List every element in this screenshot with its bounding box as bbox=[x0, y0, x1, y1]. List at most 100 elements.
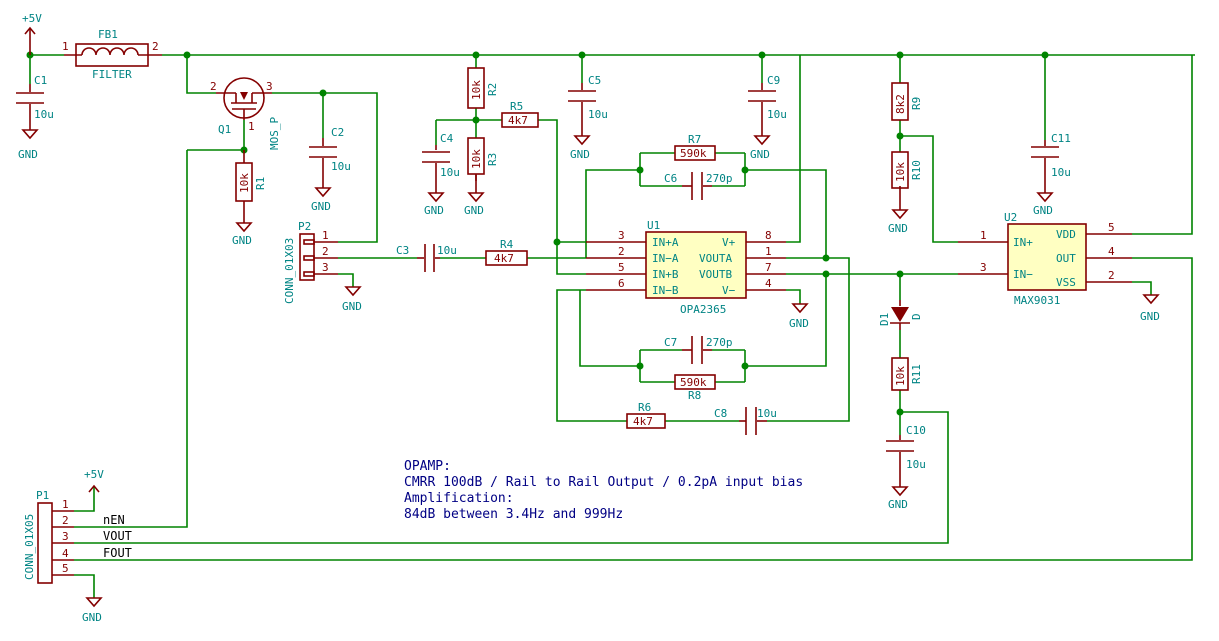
svg-text:U1: U1 bbox=[647, 219, 660, 232]
svg-text:R1: R1 bbox=[254, 177, 267, 190]
vcc-symbol-p1: +5V bbox=[84, 468, 104, 493]
svg-text:8k2: 8k2 bbox=[894, 94, 907, 114]
svg-text:R7: R7 bbox=[688, 133, 701, 146]
svg-text:2: 2 bbox=[152, 40, 159, 53]
svg-text:5: 5 bbox=[1108, 221, 1115, 234]
svg-text:5: 5 bbox=[62, 562, 69, 575]
vcc-label: +5V bbox=[84, 468, 104, 481]
svg-text:C7: C7 bbox=[664, 336, 677, 349]
connector-p1: 1 2 3 4 5 P1 CONN_01X05 bbox=[23, 489, 74, 584]
resistor-r10: 10k R10 bbox=[891, 151, 923, 189]
capacitor-c2: C2 10u bbox=[309, 126, 351, 176]
svg-text:R3: R3 bbox=[486, 153, 499, 166]
svg-text:U2: U2 bbox=[1004, 211, 1017, 224]
svg-text:GND: GND bbox=[750, 148, 770, 161]
svg-text:C2: C2 bbox=[331, 126, 344, 139]
svg-text:4k7: 4k7 bbox=[508, 114, 528, 127]
svg-text:VOUTA: VOUTA bbox=[699, 252, 732, 265]
resistor-r2: 10k R2 bbox=[467, 67, 499, 109]
capacitor-c8: C8 10u bbox=[714, 407, 777, 435]
svg-text:3: 3 bbox=[322, 261, 329, 274]
svg-text:3: 3 bbox=[980, 261, 987, 274]
svg-text:R6: R6 bbox=[638, 401, 651, 414]
svg-text:R11: R11 bbox=[910, 364, 923, 384]
note-line-1: OPAMP: bbox=[404, 459, 451, 474]
svg-text:R4: R4 bbox=[500, 238, 514, 251]
resistor-r11: 10k R11 bbox=[891, 357, 923, 391]
svg-text:2: 2 bbox=[322, 245, 329, 258]
svg-text:GND: GND bbox=[18, 148, 38, 161]
svg-text:GND: GND bbox=[82, 611, 102, 624]
gnd-symbols bbox=[21, 124, 1160, 608]
svg-text:FB1: FB1 bbox=[98, 28, 118, 41]
capacitor-c10: C10 10u bbox=[886, 424, 926, 471]
diode-d1: D1 D bbox=[878, 300, 923, 330]
opamp-u1: 3 2 5 6 IN+A IN−A IN+B IN−B 8 1 7 4 V+ V… bbox=[586, 219, 786, 316]
svg-text:10k: 10k bbox=[470, 80, 483, 100]
svg-text:10u: 10u bbox=[1051, 166, 1071, 179]
svg-text:GND: GND bbox=[570, 148, 590, 161]
svg-text:VOUTB: VOUTB bbox=[699, 268, 732, 281]
svg-text:GND: GND bbox=[888, 222, 908, 235]
svg-text:1: 1 bbox=[980, 229, 987, 242]
svg-text:10k: 10k bbox=[238, 173, 251, 193]
svg-text:C11: C11 bbox=[1051, 132, 1071, 145]
svg-text:R9: R9 bbox=[910, 97, 923, 110]
capacitor-c11: C11 10u bbox=[1031, 132, 1071, 179]
svg-text:GND: GND bbox=[789, 317, 809, 330]
svg-text:C1: C1 bbox=[34, 74, 47, 87]
svg-text:VSS: VSS bbox=[1056, 276, 1076, 289]
svg-text:C9: C9 bbox=[767, 74, 780, 87]
svg-text:4k7: 4k7 bbox=[633, 415, 653, 428]
svg-text:VDD: VDD bbox=[1056, 228, 1076, 241]
svg-text:nEN: nEN bbox=[103, 513, 125, 527]
svg-text:2: 2 bbox=[210, 80, 217, 93]
capacitor-c4: C4 10u bbox=[422, 132, 460, 181]
svg-text:MAX9031: MAX9031 bbox=[1014, 294, 1060, 307]
svg-text:R8: R8 bbox=[688, 389, 701, 402]
svg-text:GND: GND bbox=[342, 300, 362, 313]
svg-text:2: 2 bbox=[62, 514, 69, 527]
connector-p2: 1 2 3 P2 CONN_01X03 bbox=[283, 220, 338, 304]
svg-text:10u: 10u bbox=[331, 160, 351, 173]
vcc-label: +5V bbox=[22, 12, 42, 25]
svg-text:GND: GND bbox=[232, 234, 252, 247]
capacitor-c6: C6 270p bbox=[664, 172, 733, 200]
ferrite-bead-fb1: FB1 FILTER 1 2 bbox=[62, 28, 162, 81]
svg-text:IN−A: IN−A bbox=[652, 252, 679, 265]
svg-text:D: D bbox=[910, 313, 923, 320]
svg-text:4: 4 bbox=[765, 277, 772, 290]
svg-text:C3: C3 bbox=[396, 244, 409, 257]
svg-text:P1: P1 bbox=[36, 489, 49, 502]
svg-text:GND: GND bbox=[424, 204, 444, 217]
resistor-r9: 8k2 R9 bbox=[891, 82, 923, 121]
svg-text:GND: GND bbox=[311, 200, 331, 213]
svg-text:1: 1 bbox=[62, 498, 69, 511]
svg-text:10u: 10u bbox=[906, 458, 926, 471]
svg-text:1: 1 bbox=[248, 120, 255, 133]
junctions bbox=[26, 51, 1049, 416]
svg-text:4: 4 bbox=[62, 547, 69, 560]
svg-text:590k: 590k bbox=[680, 376, 707, 389]
svg-text:VOUT: VOUT bbox=[103, 529, 132, 543]
svg-text:R10: R10 bbox=[910, 160, 923, 180]
svg-text:4k7: 4k7 bbox=[494, 252, 514, 265]
capacitor-c5: C5 10u bbox=[568, 74, 608, 124]
note-line-3: Amplification: bbox=[404, 491, 514, 506]
vcc-symbol-top: +5V bbox=[22, 12, 42, 55]
resistor-r5: 4k7 R5 bbox=[501, 100, 539, 128]
svg-text:GND: GND bbox=[888, 498, 908, 511]
svg-text:IN−B: IN−B bbox=[652, 284, 679, 297]
resistor-r4: 4k7 R4 bbox=[485, 238, 528, 266]
svg-text:6: 6 bbox=[618, 277, 625, 290]
net-labels: nEN VOUT FOUT bbox=[103, 513, 132, 560]
svg-text:4: 4 bbox=[1108, 245, 1115, 258]
comparator-u2: 1 3 IN+ IN− 5 4 2 VDD OUT VSS U2 MAX9031 bbox=[958, 211, 1132, 307]
svg-text:GND: GND bbox=[1033, 204, 1053, 217]
svg-text:2: 2 bbox=[1108, 269, 1115, 282]
svg-text:R2: R2 bbox=[486, 83, 499, 96]
svg-text:C6: C6 bbox=[664, 172, 677, 185]
svg-text:3: 3 bbox=[618, 229, 625, 242]
svg-text:IN−: IN− bbox=[1013, 268, 1033, 281]
